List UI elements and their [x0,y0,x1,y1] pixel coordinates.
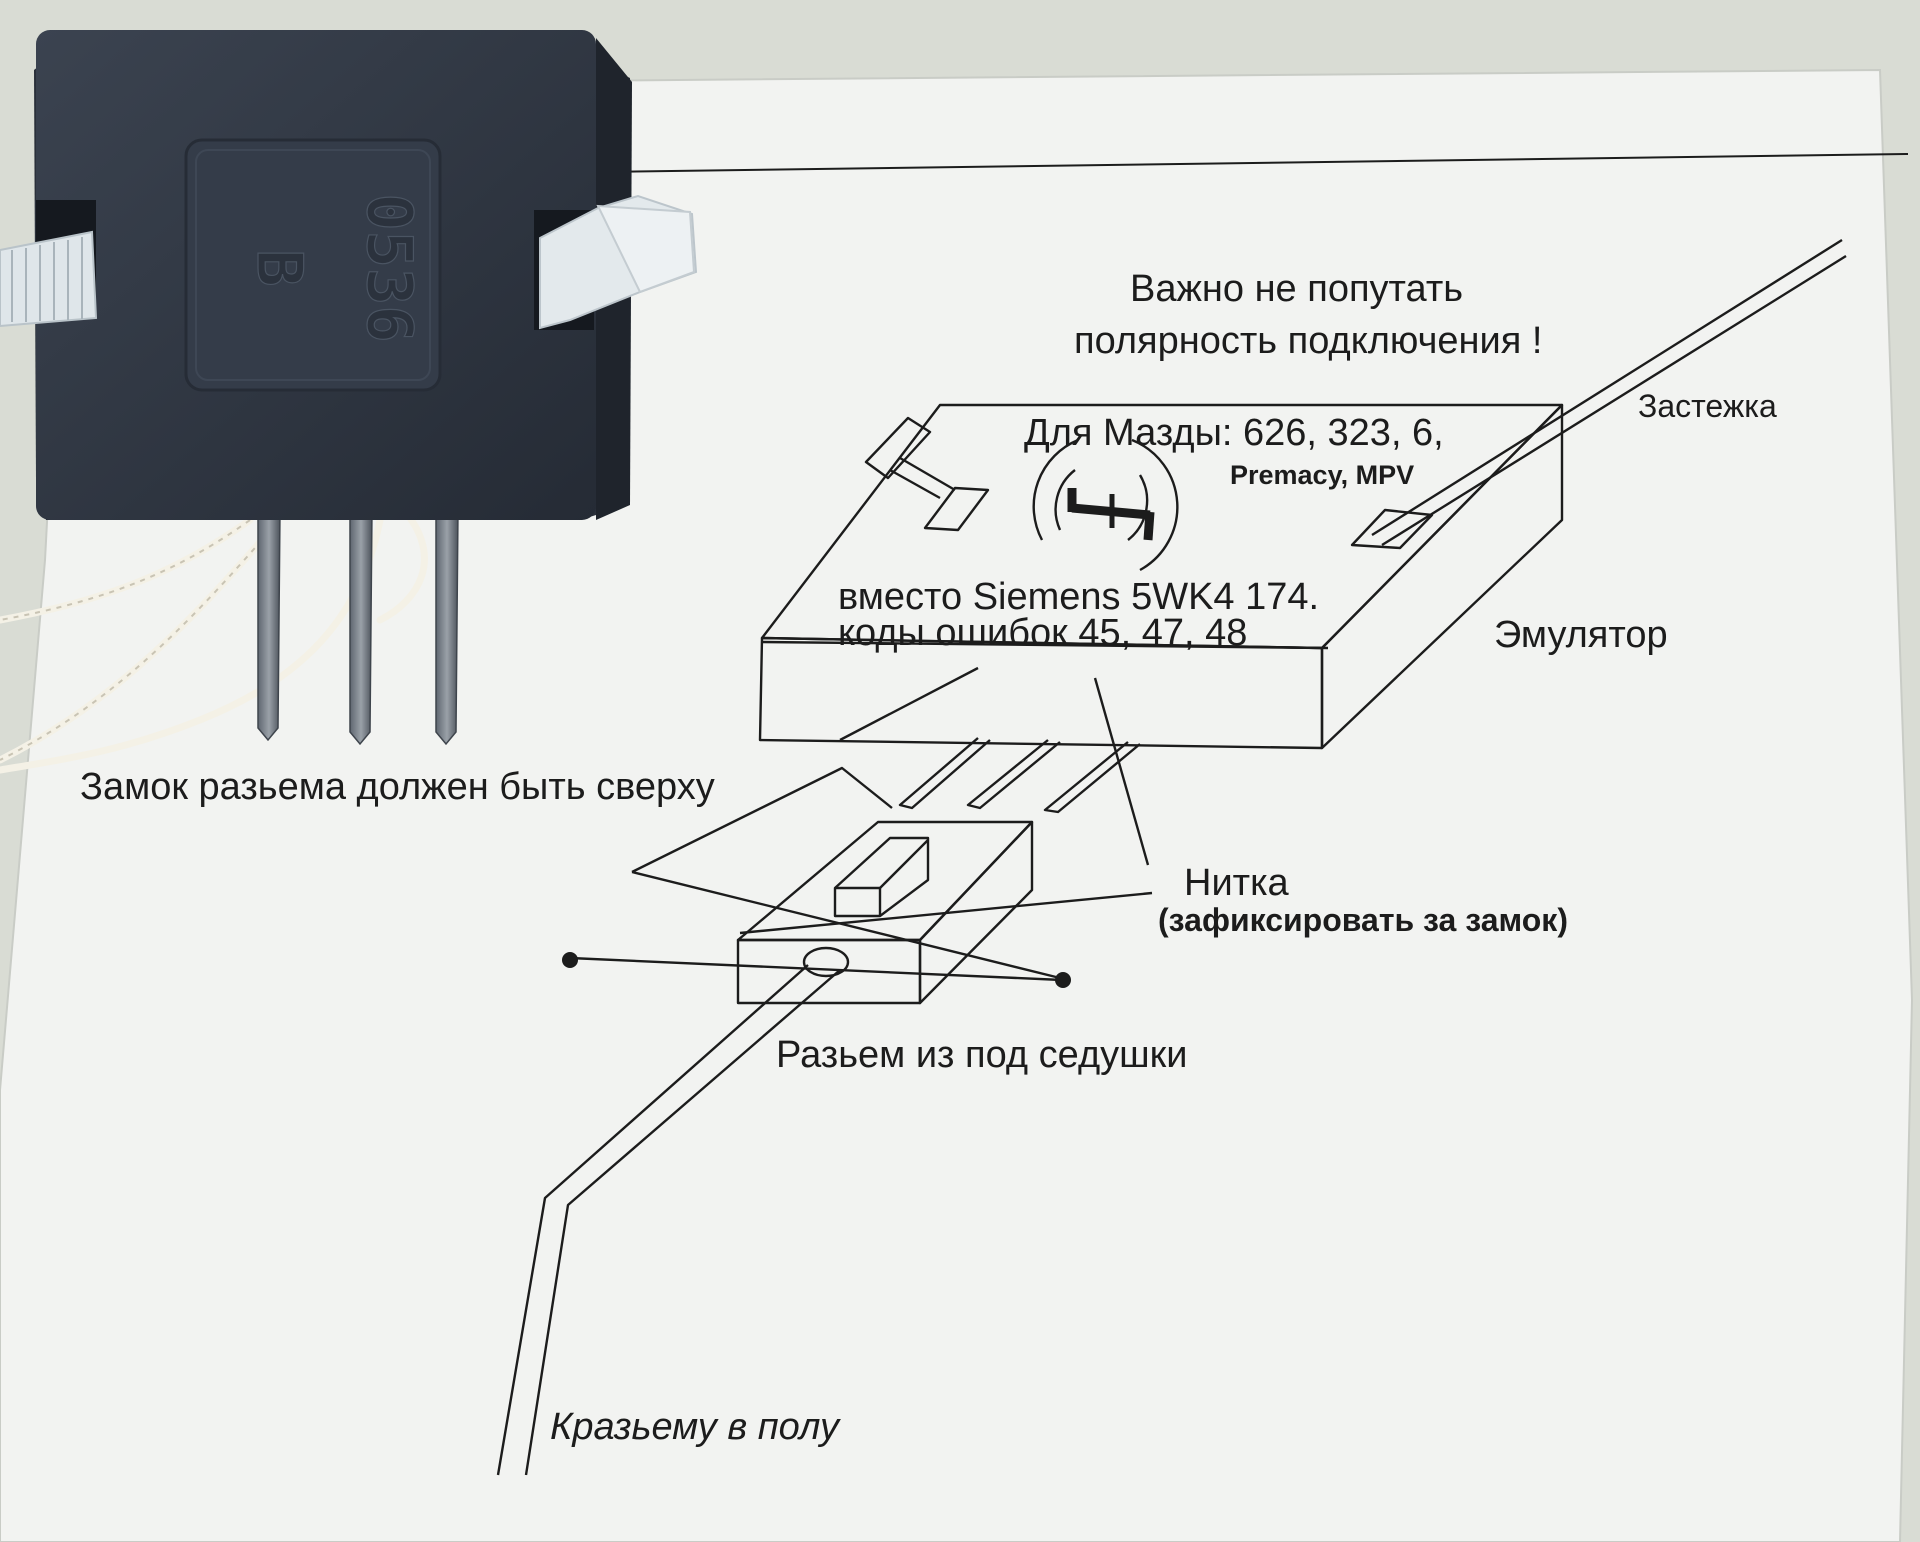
thread-end-dot-left [562,952,578,968]
cable-tie-left [0,230,98,328]
diagram [496,238,1847,1476]
lock-position-note: Замок разьема должен быть сверху [80,766,715,808]
emulator-label: Эмулятор [1494,614,1668,656]
thread-end-dot-right [1055,972,1071,988]
clip-drawing [1350,238,1847,550]
polarity-symbol-drawing [1032,438,1179,572]
floor-cable-drawing [496,964,841,1476]
module-marking-letter: B [243,249,316,286]
emulator-pins-drawing [898,737,1141,814]
polarity-warning-line2: полярность подключения ! [1074,320,1543,362]
error-codes-line: коды ошибок 45, 47, 48 [838,612,1248,654]
mazda-models-bold: Premacy, MPV [1230,460,1415,490]
replaces-siemens-line: вместо Siemens 5WK4 174. [838,576,1320,618]
bracket-drawing [864,416,990,532]
seat-connector-label: Разьем из под седушки [776,1034,1188,1076]
sheet-border-line [599,153,1909,173]
floor-connector-label: Кразьему в полу [550,1406,839,1448]
module-pins [257,509,459,746]
cable-tie-right [539,194,698,330]
thread-photo-shading [0,519,263,761]
emulator-box-drawing [758,403,1564,750]
thread-note: (зафиксировать за замок) [1158,902,1568,938]
thread-label: Нитка [1184,862,1289,904]
mazda-models-line: Для Мазды: 626, 323, 6, [1024,412,1444,454]
module-marking-code: 0536 [353,193,426,342]
polarity-warning-line1: Важно не попутать [1130,268,1464,310]
clip-label: Застежка [1638,388,1777,424]
seat-connector-drawing [569,820,1063,1005]
